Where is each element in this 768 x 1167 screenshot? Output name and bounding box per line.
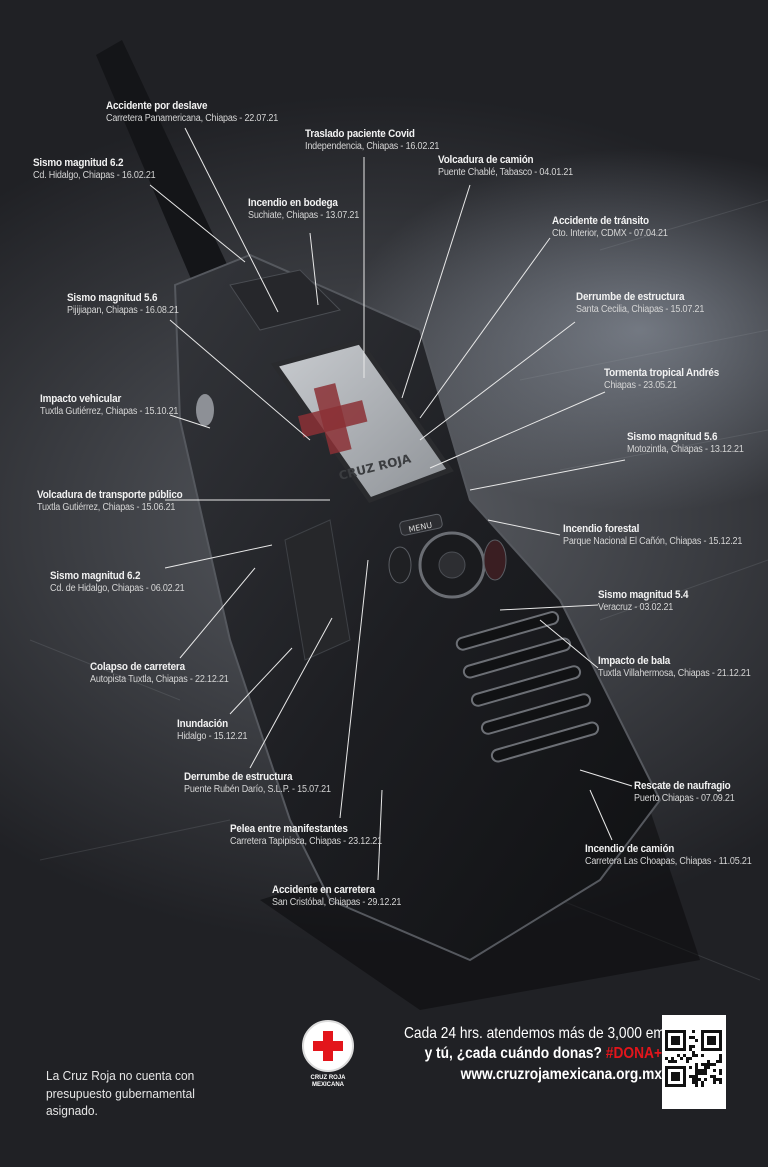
label-title: Volcadura de camión xyxy=(438,154,534,166)
label-detail: Autopista Tuxtla, Chiapas - 22.12.21 xyxy=(90,673,229,685)
qr-code-icon xyxy=(665,1030,722,1087)
label-title: Accidente de tránsito xyxy=(552,215,649,227)
label-rescate-de-naufragio: Rescate de naufragio Puerto Chiapas - 07… xyxy=(634,780,746,804)
label-title: Accidente en carretera xyxy=(272,884,375,896)
label-title: Sismo magnitud 5.6 xyxy=(67,292,158,304)
label-impacto-de-bala: Impacto de bala Tuxtla Villahermosa, Chi… xyxy=(598,655,768,679)
label-title: Impacto vehicular xyxy=(40,393,122,405)
label-detail: Tuxtla Villahermosa, Chiapas - 21.12.21 xyxy=(598,667,751,679)
cta-question: y tú, ¿cada cuándo donas? xyxy=(424,1045,602,1062)
label-derrumbe-santa-cecilia: Derrumbe de estructura Santa Cecilia, Ch… xyxy=(576,291,718,315)
label-detail: Motozintla, Chiapas - 13.12.21 xyxy=(627,443,744,455)
label-title: Volcadura de transporte público xyxy=(37,489,183,501)
label-colapso-de-carretera: Colapso de carretera Autopista Tuxtla, C… xyxy=(90,661,244,685)
label-title: Derrumbe de estructura xyxy=(184,771,293,783)
label-title: Tormenta tropical Andrés xyxy=(604,367,720,379)
label-detail: Hidalgo - 15.12.21 xyxy=(177,730,248,742)
label-detail: Suchiate, Chiapas - 13.07.21 xyxy=(248,209,360,221)
label-title: Sismo magnitud 5.4 xyxy=(598,589,689,601)
label-derrumbe-puente-ruben-dario: Derrumbe de estructura Puente Rubén Darí… xyxy=(184,771,347,795)
label-sismo-pijijiapan: Sismo magnitud 5.6 Pijijiapan, Chiapas -… xyxy=(67,292,191,316)
label-title: Rescate de naufragio xyxy=(634,780,731,792)
label-title: Incendio en bodega xyxy=(248,197,338,209)
label-volcadura-de-camion: Volcadura de camión Puente Chablé, Tabas… xyxy=(438,154,588,178)
label-detail: Santa Cecilia, Chiapas - 15.07.21 xyxy=(576,303,705,315)
label-detail: Pijijiapan, Chiapas - 16.08.21 xyxy=(67,304,179,316)
funding-note: La Cruz Roja no cuenta con presupuesto g… xyxy=(46,1068,195,1119)
label-inundacion: Inundación Hidalgo - 15.12.21 xyxy=(177,718,255,742)
label-detail: San Cristóbal, Chiapas - 29.12.21 xyxy=(272,896,402,908)
radio-top xyxy=(229,269,341,331)
label-detail: Cto. Interior, CDMX - 07.04.21 xyxy=(552,227,668,239)
label-title: Colapso de carretera xyxy=(90,661,185,673)
label-detail: Veracruz - 03.02.21 xyxy=(598,601,674,613)
cta-line-2: y tú, ¿cada cuándo donas? #DONA+ xyxy=(404,1044,662,1065)
call-button-icon xyxy=(388,546,412,584)
label-detail: Cd. de Hidalgo, Chiapas - 06.02.21 xyxy=(50,582,185,594)
label-detail: Puente Rubén Darío, S.L.P. - 15.07.21 xyxy=(184,783,331,795)
label-title: Sismo magnitud 5.6 xyxy=(627,431,718,443)
label-title: Inundación xyxy=(177,718,229,730)
label-tormenta-tropical: Tormenta tropical Andrés Chiapas - 23.05… xyxy=(604,367,732,391)
label-detail: Carretera Panamericana, Chiapas - 22.07.… xyxy=(106,112,279,124)
screen-cross-icon xyxy=(298,383,368,455)
dpad-center-icon xyxy=(438,551,466,579)
call-to-action: Cada 24 hrs. atendemos más de 3,000 emer… xyxy=(362,1024,725,1086)
side-panel xyxy=(284,519,351,661)
website-link[interactable]: www.cruzrojamexicana.org.mx xyxy=(460,1065,662,1083)
label-detail: Puerto Chiapas - 07.09.21 xyxy=(634,792,735,804)
label-detail: Parque Nacional El Cañón, Chiapas - 15.1… xyxy=(563,535,743,547)
label-title: Incendio forestal xyxy=(563,523,640,535)
label-title: Impacto de bala xyxy=(598,655,671,667)
label-detail: Carretera Las Choapas, Chiapas - 11.05.2… xyxy=(585,855,752,867)
label-title: Pelea entre manifestantes xyxy=(230,823,348,835)
radio-antenna xyxy=(96,40,232,300)
label-traslado-paciente-covid: Traslado paciente Covid Independencia, C… xyxy=(305,128,454,152)
label-impacto-vehicular: Impacto vehicular Tuxtla Gutiérrez, Chia… xyxy=(40,393,194,417)
menu-button xyxy=(399,513,443,536)
label-sismo-cd-de-hidalgo: Sismo magnitud 6.2 Cd. de Hidalgo, Chiap… xyxy=(50,570,199,594)
donate-hashtag: #DONA+ xyxy=(605,1045,662,1062)
label-detail: Tuxtla Gutiérrez, Chiapas - 15.06.21 xyxy=(37,501,176,513)
qr-code[interactable] xyxy=(662,1015,726,1109)
radio-body xyxy=(173,253,662,962)
label-detail: Tuxtla Gutiérrez, Chiapas - 15.10.21 xyxy=(40,405,179,417)
label-incendio-forestal: Incendio forestal Parque Nacional El Cañ… xyxy=(563,523,762,547)
label-incendio-en-bodega: Incendio en bodega Suchiate, Chiapas - 1… xyxy=(248,197,371,221)
cta-line-1: Cada 24 hrs. atendemos más de 3,000 emer… xyxy=(404,1025,725,1042)
label-title: Accidente por deslave xyxy=(106,100,208,112)
label-title: Incendio de camión xyxy=(585,843,675,855)
label-sismo-veracruz: Sismo magnitud 5.4 Veracruz - 03.02.21 xyxy=(598,589,698,613)
label-detail: Carretera Tapipisca, Chiapas - 23.12.21 xyxy=(230,835,382,847)
label-title: Sismo magnitud 6.2 xyxy=(33,157,124,169)
label-title: Sismo magnitud 6.2 xyxy=(50,570,141,582)
label-detail: Puente Chablé, Tabasco - 04.01.21 xyxy=(438,166,573,178)
label-detail: Independencia, Chiapas - 16.02.21 xyxy=(305,140,440,152)
cruz-roja-logo: CRUZ ROJA MEXICANA xyxy=(302,1020,354,1104)
logo-circle xyxy=(302,1020,354,1072)
label-title: Traslado paciente Covid xyxy=(305,128,415,140)
speaker-grille xyxy=(455,611,600,763)
label-sismo-cd-hidalgo: Sismo magnitud 6.2 Cd. Hidalgo, Chiapas … xyxy=(33,157,169,181)
label-accidente-por-deslave: Accidente por deslave Carretera Panameri… xyxy=(106,100,297,124)
label-accidente-en-carretera: Accidente en carretera San Cristóbal, Ch… xyxy=(272,884,416,908)
label-title: Derrumbe de estructura xyxy=(576,291,685,303)
logo-text: CRUZ ROJA MEXICANA xyxy=(310,1075,346,1088)
label-sismo-motozintla: Sismo magnitud 5.6 Motozintla, Chiapas -… xyxy=(627,431,757,455)
leader-lines xyxy=(149,127,633,881)
label-volcadura-transporte: Volcadura de transporte público Tuxtla G… xyxy=(37,489,199,513)
label-detail: Cd. Hidalgo, Chiapas - 16.02.21 xyxy=(33,169,156,181)
label-incendio-de-camion: Incendio de camión Carretera Las Choapas… xyxy=(585,843,768,867)
end-button-icon xyxy=(483,539,507,581)
side-button xyxy=(196,394,214,426)
label-pelea-entre-manifestantes: Pelea entre manifestantes Carretera Tapi… xyxy=(230,823,399,847)
label-accidente-de-transito: Accidente de tránsito Cto. Interior, CDM… xyxy=(552,215,681,239)
label-detail: Chiapas - 23.05.21 xyxy=(604,379,677,391)
